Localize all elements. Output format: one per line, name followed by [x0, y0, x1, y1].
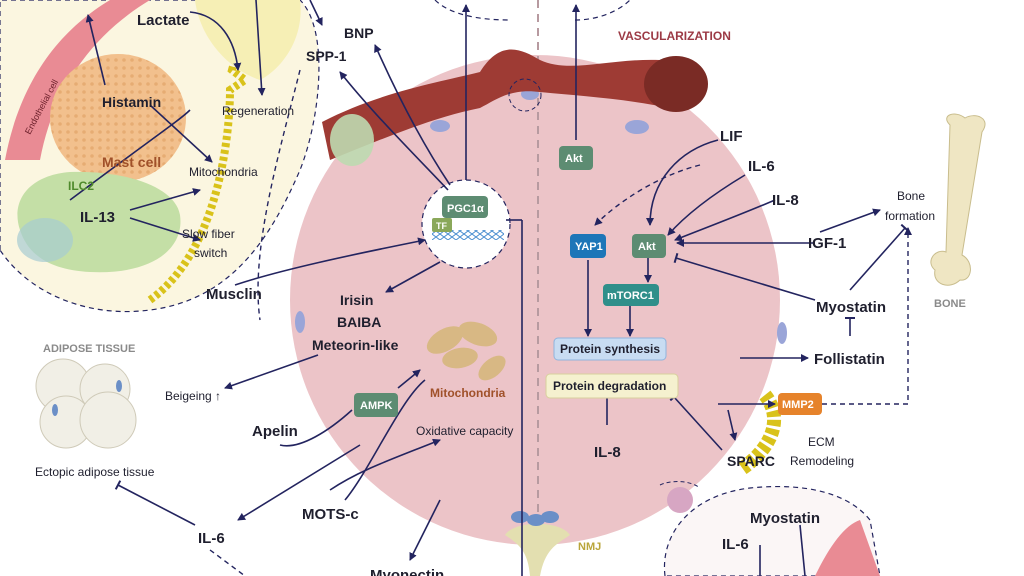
ecm-label-2: Remodeling	[790, 454, 854, 468]
ampk-text: AMPK	[360, 400, 392, 412]
il8-right-label: IL-8	[772, 192, 799, 209]
myostatin-bottom-label: Myostatin	[750, 510, 820, 527]
pgc1a-text: PGC1α	[447, 203, 484, 215]
mots-c-label: MOTS-c	[302, 506, 359, 523]
mtorc1-text: mTORC1	[607, 290, 654, 302]
yap1-pill	[570, 234, 606, 258]
il6-right-label: IL-6	[748, 158, 775, 175]
bone-formation-label-1: Bone	[897, 189, 925, 203]
yellow-border	[147, 6, 301, 304]
regeneration-area	[195, 0, 301, 80]
protein-synthesis-label: Protein synthesis	[560, 342, 660, 356]
muscle-fiber	[290, 55, 780, 545]
bone-icon	[930, 113, 986, 286]
lactate-label: Lactate	[137, 12, 190, 29]
protein-degradation-box	[545, 373, 679, 399]
il8-bottom-label: IL-8	[594, 444, 621, 461]
bnp-label: BNP	[344, 25, 374, 41]
adipose-cells	[35, 358, 137, 449]
pgc1a-pill	[442, 196, 488, 218]
adipose-tissue-label: ADIPOSE TISSUE	[43, 343, 135, 355]
nmj-terminal	[505, 523, 570, 576]
mitochondria-left-label: Mitochondria	[189, 165, 258, 179]
protein-synthesis-box	[553, 337, 667, 361]
bottom-right-bubble	[663, 485, 881, 576]
ampk-pill	[354, 393, 398, 417]
yap1-text: YAP1	[575, 241, 603, 253]
vascularization-label: VASCULARIZATION	[618, 29, 731, 43]
slow-fiber-switch-label-1: Slow fiber	[182, 227, 235, 241]
ectopic-adipose-tissue-label: Ectopic adipose tissue	[35, 465, 155, 479]
mitochondria-cluster	[426, 321, 506, 381]
baiba-label: BAIBA	[337, 314, 381, 330]
regeneration-label: Regeneration	[222, 104, 294, 118]
akt-top-text: Akt	[565, 153, 583, 165]
meteorin-like-label: Meteorin-like	[312, 337, 399, 353]
ecm-label-1: ECM	[808, 435, 835, 449]
arrows	[69, 0, 912, 576]
endothelial-cell	[5, 0, 150, 160]
lif-label: LIF	[720, 128, 743, 145]
ilc2-label: ILC2	[68, 179, 94, 193]
myonectin-label: Myonectin	[370, 567, 444, 576]
oxidative-capacity-label: Oxidative capacity	[416, 424, 513, 438]
mitochondria-center-label: Mitochondria	[430, 386, 506, 400]
histamin-label: Histamin	[102, 94, 161, 110]
mmp2-text: MMP2	[782, 399, 814, 411]
il6-bottom-right-label: IL-6	[722, 536, 749, 553]
protein-degradation-label: Protein degradation	[553, 379, 666, 393]
follistatin-label: Follistatin	[814, 351, 885, 368]
igf1-label: IGF-1	[808, 235, 846, 252]
tf-pill	[432, 218, 452, 232]
akt-mid-text: Akt	[638, 241, 656, 253]
akt-mid-pill	[632, 234, 666, 258]
akt-top-pill	[559, 146, 593, 170]
bone-label: BONE	[934, 298, 966, 310]
musclin-label: Musclin	[206, 286, 262, 303]
mast-cell-label: Mast cell	[102, 154, 161, 170]
il13-label: IL-13	[80, 209, 115, 226]
spp1-label: SPP-1	[306, 48, 347, 64]
mtorc1-pill	[603, 284, 659, 306]
slow-fiber-switch-label-2: switch	[194, 246, 227, 260]
mmp2-pill	[778, 393, 822, 415]
tf-text: TF	[436, 221, 447, 231]
sparc-label: SPARC	[727, 453, 775, 469]
il6-left-label: IL-6	[198, 530, 225, 547]
bone-formation-label-2: formation	[885, 209, 935, 223]
myostatin-right-label: Myostatin	[816, 299, 886, 316]
beigeing-label: Beigeing ↑	[165, 389, 221, 403]
irisin-label: Irisin	[340, 292, 373, 308]
apelin-label: Apelin	[252, 423, 298, 440]
blood-vessel	[322, 49, 670, 160]
nmj-label: NMJ	[578, 541, 601, 553]
